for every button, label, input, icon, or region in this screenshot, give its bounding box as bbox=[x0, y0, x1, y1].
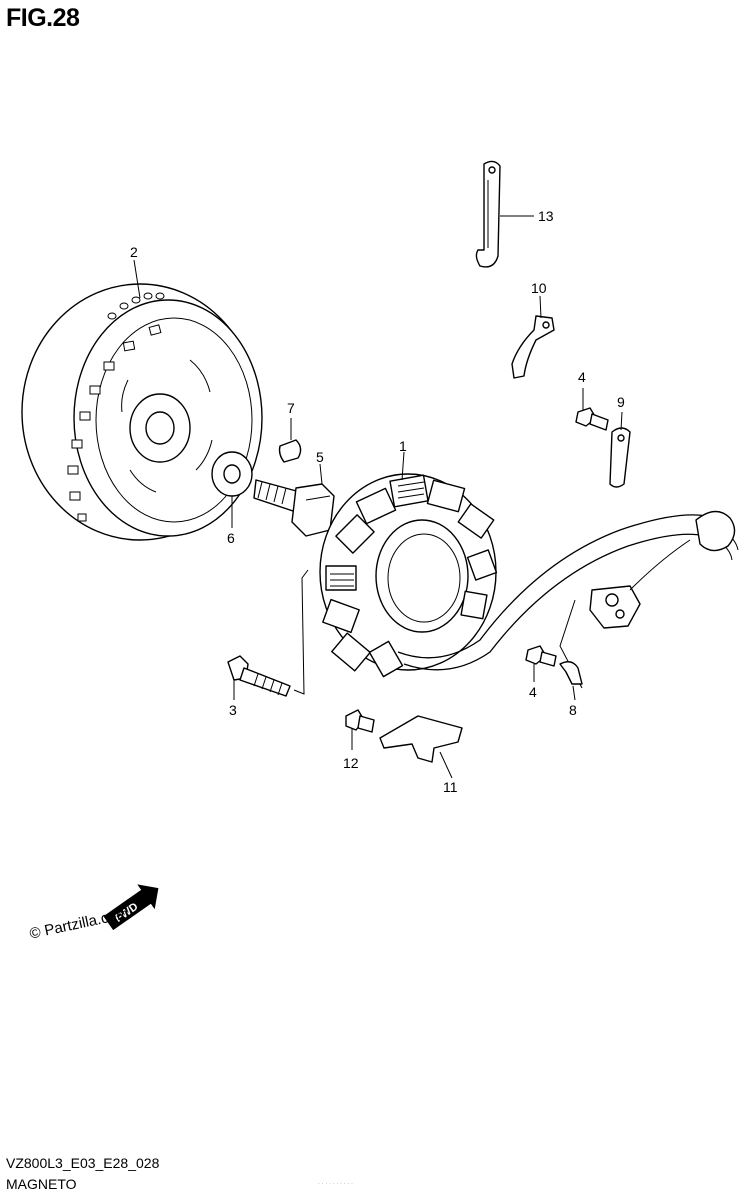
harness-band bbox=[475, 160, 501, 268]
small-bolt bbox=[345, 709, 375, 733]
callout-2: 2 bbox=[130, 244, 138, 260]
callout-4-upper: 4 bbox=[578, 369, 586, 385]
callout-11: 11 bbox=[443, 779, 458, 795]
leader-lines bbox=[133, 215, 623, 779]
stator-bolt bbox=[227, 569, 309, 697]
harness-strap bbox=[609, 427, 631, 488]
pickup-sensor bbox=[559, 539, 691, 689]
figure-title: FIG.28 bbox=[6, 4, 80, 32]
callout-9: 9 bbox=[617, 394, 625, 410]
wire-clip bbox=[559, 661, 583, 685]
callout-7: 7 bbox=[287, 400, 295, 416]
callout-3: 3 bbox=[229, 702, 237, 718]
callout-12: 12 bbox=[343, 755, 359, 771]
stator-coil bbox=[319, 473, 498, 678]
washer bbox=[211, 451, 253, 497]
callout-5: 5 bbox=[316, 449, 324, 465]
footer-micro-text: · · · · · · · · · · bbox=[318, 1181, 353, 1187]
callout-1: 1 bbox=[399, 438, 407, 454]
callout-8: 8 bbox=[569, 702, 577, 718]
callout-10: 10 bbox=[531, 280, 547, 296]
callout-6: 6 bbox=[227, 530, 235, 546]
flywheel-bolt bbox=[253, 479, 335, 537]
wiring-harness bbox=[397, 510, 739, 671]
callout-13: 13 bbox=[538, 208, 554, 224]
cover-plate bbox=[379, 715, 463, 763]
footer-code: VZ800L3_E03_E28_028 bbox=[6, 1155, 160, 1171]
wire-clamp bbox=[511, 315, 555, 379]
footer-name: MAGNETO bbox=[6, 1176, 77, 1192]
woodruff-key bbox=[278, 439, 302, 463]
callout-4-lower: 4 bbox=[529, 684, 537, 700]
screw-lower bbox=[525, 645, 557, 667]
screw-upper bbox=[575, 407, 609, 431]
flywheel-rotor bbox=[21, 283, 263, 541]
